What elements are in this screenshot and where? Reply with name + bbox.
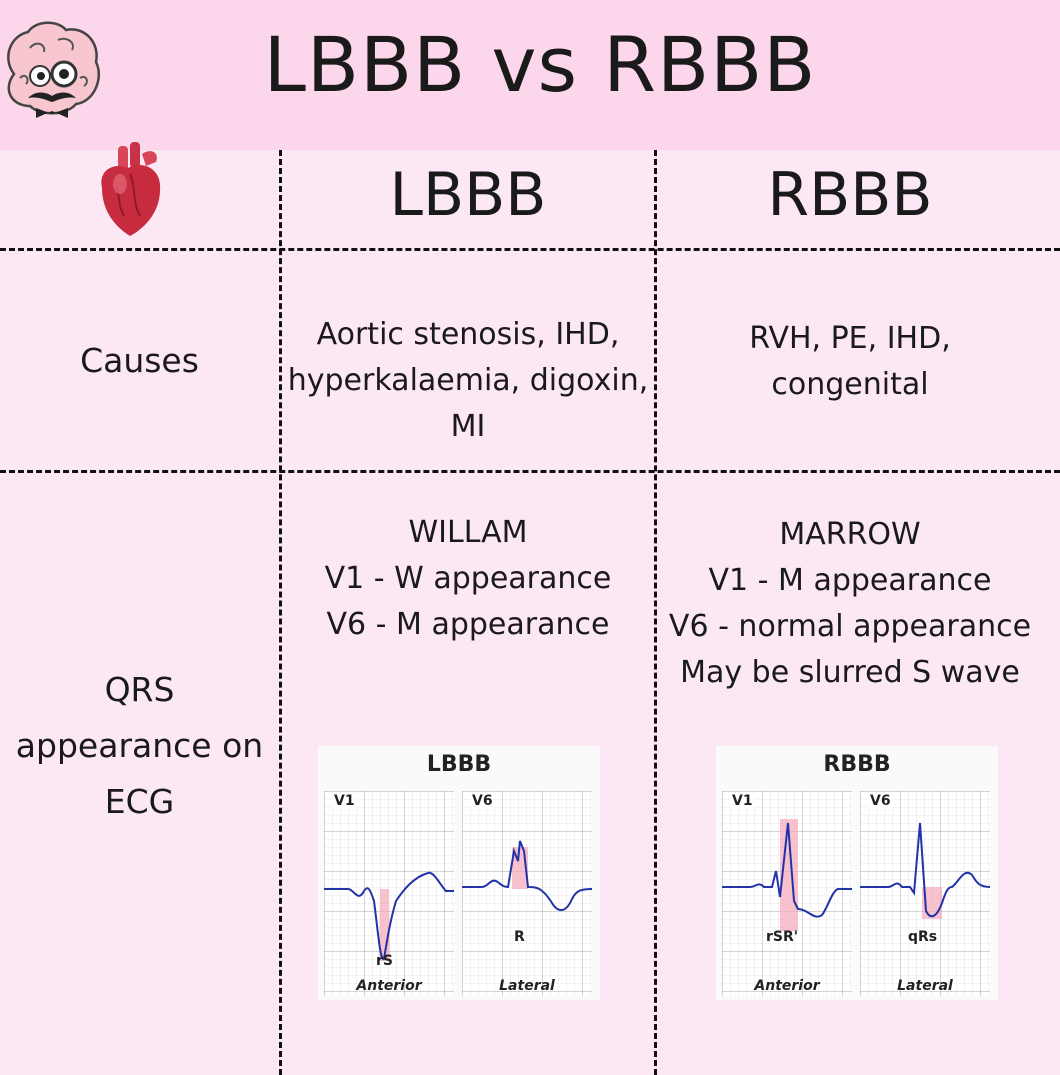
causes-lbbb-line: MI	[450, 409, 486, 444]
ecg-trace-lbbb-v6	[462, 791, 593, 996]
ecg-lead-rbbb-v6: V6 qRs Lateral	[860, 791, 991, 996]
ecg-lead-lbbb-v1: V1 rS Anterior	[324, 791, 454, 996]
ecg-panel-rbbb: RBBB V1 rSR' Anterior V6 qRs Lateral	[716, 746, 998, 1000]
ecg-panel-title: RBBB	[823, 752, 891, 777]
ecg-waveform	[722, 822, 852, 918]
ecg-trace-lbbb-v1	[324, 791, 454, 996]
lead-label: V6	[868, 793, 893, 809]
qrs-rbbb: MARROW V1 - M appearance V6 - normal app…	[657, 512, 1043, 696]
ecg-lead-rbbb-v1: V1 rSR' Anterior	[722, 791, 852, 996]
brain-mascot-icon	[7, 21, 101, 118]
causes-lbbb: Aortic stenosis, IHD, hyperkalaemia, dig…	[282, 312, 654, 450]
ecg-waveform	[324, 871, 454, 961]
lead-label: V1	[332, 793, 357, 809]
causes-rbbb-line: RVH, PE, IHD,	[749, 321, 951, 356]
ecg-trace-rbbb-v1	[722, 791, 852, 996]
lead-label: V1	[730, 793, 755, 809]
qrs-lbbb-line: WILLAM	[408, 515, 528, 550]
qrs-lbbb: WILLAM V1 - W appearance V6 - M appearan…	[282, 510, 654, 648]
ecg-waveform	[860, 822, 991, 918]
row-divider-bottom	[0, 470, 1060, 473]
page-title: LBBB vs RBBB	[263, 20, 817, 109]
qrs-rbbb-line: May be slurred S wave	[680, 655, 1020, 690]
wall-label: Anterior	[356, 978, 422, 994]
wall-label: Lateral	[499, 978, 555, 994]
column-header-lbbb: LBBB	[389, 160, 547, 230]
lead-label: V6	[470, 793, 495, 809]
causes-rbbb: RVH, PE, IHD, congenital	[657, 316, 1043, 408]
row-divider-top	[0, 248, 1060, 251]
causes-lbbb-line: Aortic stenosis, IHD,	[316, 317, 620, 352]
wave-label: R	[514, 929, 525, 945]
qrs-lbbb-line: V1 - W appearance	[324, 561, 612, 596]
qrs-rbbb-line: V6 - normal appearance	[668, 609, 1032, 644]
column-divider-right	[654, 150, 657, 1075]
qrs-rbbb-line: V1 - M appearance	[708, 563, 992, 598]
qrs-label-line: QRS	[104, 670, 175, 709]
wave-label: rSR'	[766, 929, 799, 945]
ecg-lead-lbbb-v6: V6 R Lateral	[462, 791, 593, 996]
heart-icon	[101, 142, 161, 236]
column-divider-left	[279, 150, 282, 1075]
ecg-trace-rbbb-v6	[860, 791, 991, 996]
qrs-rbbb-line: MARROW	[779, 517, 921, 552]
qrs-label-line: ECG	[104, 782, 175, 821]
ecg-panel-lbbb: LBBB V1 rS Anterior V6 R Lateral	[318, 746, 600, 1000]
qrs-label-line: appearance on	[15, 726, 264, 765]
header-banner	[0, 0, 1060, 150]
wave-label: qRs	[908, 929, 938, 945]
qrs-lbbb-line: V6 - M appearance	[326, 607, 610, 642]
column-header-rbbb: RBBB	[767, 160, 933, 230]
causes-lbbb-line: hyperkalaemia, digoxin,	[287, 363, 649, 398]
causes-label: Causes	[80, 341, 199, 380]
wall-label: Anterior	[754, 978, 820, 994]
wave-label: rS	[376, 953, 393, 969]
wall-label: Lateral	[897, 978, 953, 994]
qrs-label: QRS appearance on ECG	[0, 662, 279, 830]
ecg-panel-title: LBBB	[426, 752, 492, 777]
ecg-waveform	[462, 840, 593, 911]
causes-rbbb-line: congenital	[771, 367, 929, 402]
